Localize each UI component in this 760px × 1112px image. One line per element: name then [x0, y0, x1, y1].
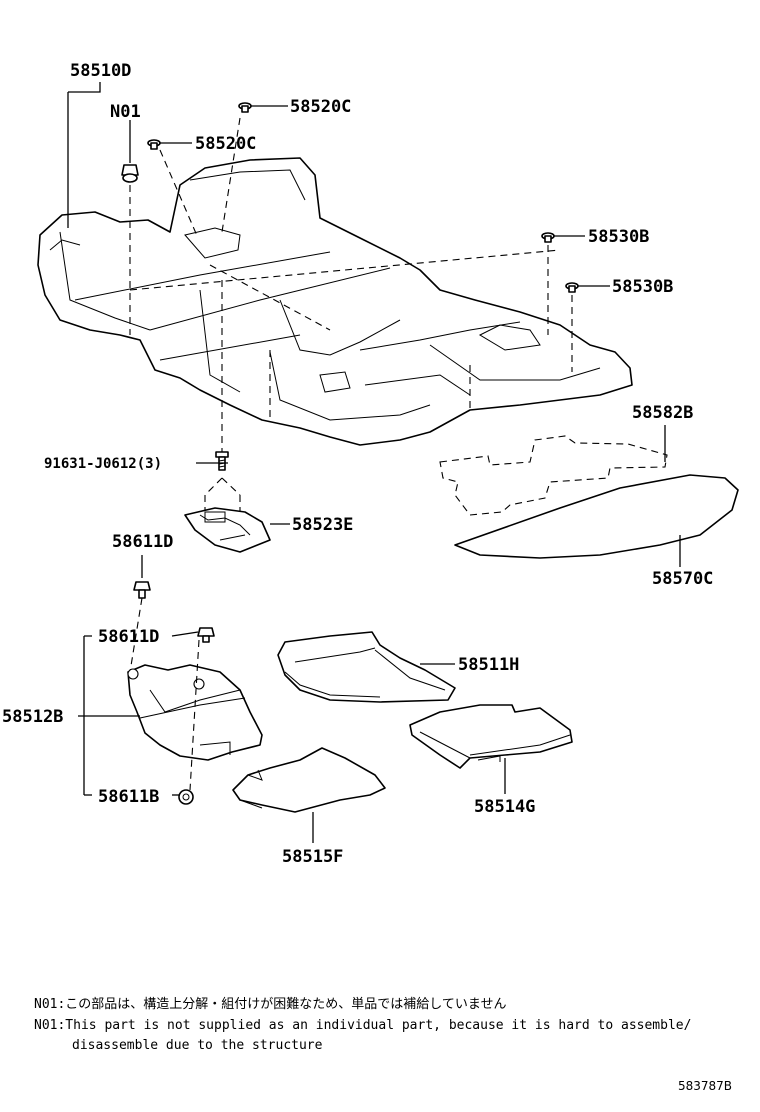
label-58515F: 58515F	[282, 847, 343, 867]
bracket-58523E	[184, 477, 271, 553]
clip-58520C-lower	[147, 139, 161, 150]
label-58611B: 58611B	[98, 787, 159, 807]
clip-58611B	[178, 789, 194, 805]
label-58512B: 58512B	[2, 707, 63, 727]
clip-58611D-upper	[129, 581, 151, 673]
label-58514G: 58514G	[474, 797, 535, 817]
label-n01: N01	[110, 102, 141, 122]
label-91631: 91631-J0612(3)	[44, 456, 162, 472]
note-line-japanese: N01:この部品は、構造上分解・組付けが困難なため、単品では補給していません	[34, 996, 507, 1012]
notes: N01:この部品は、構造上分解・組付けが困難なため、単品では補給していません N…	[34, 996, 691, 1053]
label-58520C-upper: 58520C	[290, 97, 351, 117]
label-58520C-lower: 58520C	[195, 134, 256, 154]
bolt-91631	[215, 451, 229, 471]
mat-58515F	[232, 747, 386, 813]
mat-58514G	[409, 704, 573, 769]
label-58582B: 58582B	[632, 403, 693, 423]
clip-58530B-a	[541, 232, 555, 243]
fastener-guide-lines	[129, 117, 573, 455]
label-58530B-upper: 58530B	[588, 227, 649, 247]
floor-carpet-58510D	[37, 157, 633, 446]
note-line-english-2: disassemble due to the structure	[72, 1038, 323, 1053]
label-58570C: 58570C	[652, 569, 713, 589]
mat-58512B	[127, 639, 263, 791]
leader-lines	[67, 82, 681, 843]
part-labels: 58510D N01 58520C 58520C 58530B 58530B 5…	[2, 61, 713, 867]
nut-n01	[121, 164, 139, 183]
clip-58611D-lower	[197, 627, 215, 643]
note-line-english-1: N01:This part is not supplied as an indi…	[34, 1018, 691, 1033]
clip-58520C-upper	[238, 102, 252, 113]
label-58511H: 58511H	[458, 655, 519, 675]
label-58523E: 58523E	[292, 515, 353, 535]
label-58611D-upper: 58611D	[112, 532, 173, 552]
label-58510D: 58510D	[70, 61, 131, 81]
cover-58570C	[454, 474, 739, 559]
label-58611D-lower: 58611D	[98, 627, 159, 647]
label-58530B-lower: 58530B	[612, 277, 673, 297]
mat-58511H	[277, 631, 456, 703]
diagram-reference-code: 583787B	[678, 1079, 732, 1093]
clip-58530B-b	[565, 282, 579, 293]
